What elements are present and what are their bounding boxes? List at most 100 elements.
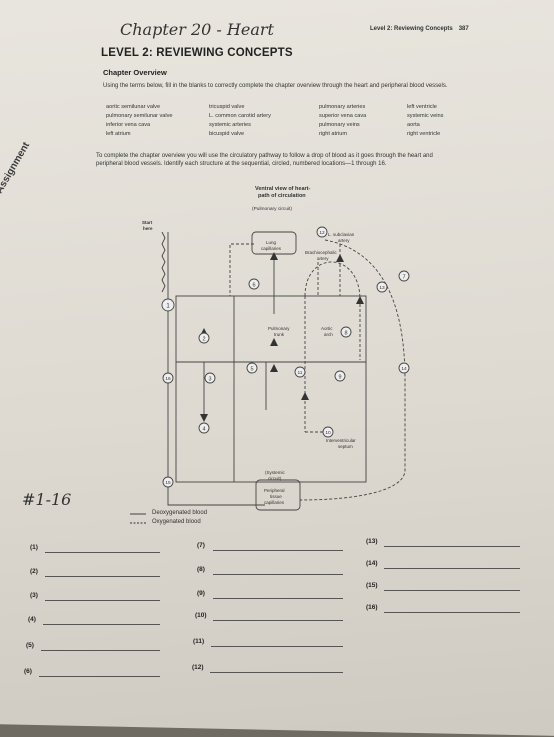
section-title: Chapter Overview <box>103 68 167 77</box>
instructions-fill-in: Using the terms below, fill in the blank… <box>103 83 448 89</box>
blank-label-8: (8) <box>197 566 205 573</box>
blank-label-5: (5) <box>26 642 34 649</box>
circle-12 <box>316 226 328 238</box>
worksheet-content: Chapter 20 - Heart Level 2: Reviewing Co… <box>0 20 520 677</box>
circle-13 <box>376 281 388 293</box>
svg-text:15: 15 <box>165 480 171 486</box>
numbered-circles: 1 2 3 4 5 6 7 8 9 10 11 12 13 1 <box>161 226 410 488</box>
running-head-text: Level 2: Reviewing Concepts <box>370 26 453 32</box>
peripheral-capillaries-box <box>255 479 301 511</box>
blank-label-14: (14) <box>366 560 378 567</box>
pulmonary-circuit-label: (Pulmonary circuit) <box>252 206 292 212</box>
pulmonary-trunk-label-2: trunk <box>274 332 285 337</box>
term: right ventricle <box>407 131 441 137</box>
legend-lines <box>130 513 146 524</box>
answer-line-5[interactable] <box>41 650 160 651</box>
blank-label-1: (1) <box>30 544 38 551</box>
legend-deoxygenated: Deoxygenated blood <box>152 510 208 516</box>
answer-line-2[interactable] <box>45 576 160 577</box>
answer-line-3[interactable] <box>45 600 160 601</box>
blank-label-11: (11) <box>193 638 205 645</box>
svg-text:4: 4 <box>202 427 205 433</box>
svg-text:10: 10 <box>325 430 331 436</box>
running-head: Level 2: Reviewing Concepts 387 <box>370 26 469 32</box>
blank-label-16: (16) <box>366 604 378 611</box>
subclavian-label-1: L. subclavian <box>328 232 355 237</box>
aortic-arch-label-2: arch <box>324 332 333 337</box>
term: aortic semilunar valve <box>106 104 161 110</box>
blank-label-15: (15) <box>366 582 378 589</box>
svg-text:9: 9 <box>338 375 341 381</box>
aortic-arch-label-1: Aortic <box>321 326 333 331</box>
term: left atrium <box>106 131 131 137</box>
legend-oxygenated: Oxygenated blood <box>152 519 201 525</box>
blank-label-13: (13) <box>366 538 378 545</box>
answer-line-8[interactable] <box>213 574 343 575</box>
handwritten-note: #1-16 <box>22 490 72 509</box>
term: pulmonary arteries <box>319 104 366 110</box>
answer-line-10[interactable] <box>213 620 343 621</box>
term: right atrium <box>319 131 347 137</box>
circle-1 <box>161 298 175 312</box>
start-label: Start <box>142 220 153 225</box>
blank-label-3: (3) <box>30 592 38 599</box>
diagram-title-line2: path of circulation <box>258 193 306 199</box>
svg-text:1: 1 <box>166 304 170 310</box>
septum-label-1: Interventricular <box>326 438 356 443</box>
answer-line-12[interactable] <box>210 672 343 673</box>
heart-outline <box>161 231 406 511</box>
blank-label-2: (2) <box>30 568 38 575</box>
blank-label-9: (9) <box>197 590 205 597</box>
term: left ventricle <box>407 104 437 110</box>
peripheral-label-2: tissue <box>270 494 282 499</box>
circle-9 <box>334 370 346 382</box>
term: aorta <box>407 122 420 128</box>
systemic-circuit-label-2: circuit) <box>268 476 282 481</box>
subclavian-label-2: artery <box>338 238 350 243</box>
handwritten-title: Chapter 20 - Heart <box>120 20 274 39</box>
answer-line-13[interactable] <box>384 546 520 547</box>
systemic-circuit-label-1: (Systemic <box>265 470 286 475</box>
circle-7 <box>398 270 410 282</box>
start-label-2: here <box>143 226 153 231</box>
heart-chambers-box <box>175 295 367 483</box>
svg-text:8: 8 <box>344 331 347 337</box>
svg-text:16: 16 <box>165 376 171 382</box>
answer-line-1[interactable] <box>45 552 160 553</box>
blank-label-7: (7) <box>197 542 205 549</box>
answer-line-14[interactable] <box>384 568 520 569</box>
circle-16 <box>162 372 174 384</box>
brachio-label-1: Brachiocephalic <box>305 250 338 255</box>
term-bank: aortic semilunar valve pulmonary semilun… <box>104 104 464 150</box>
blank-label-6: (6) <box>24 668 32 675</box>
lung-label-2: capillaries <box>261 246 282 251</box>
svg-text:5: 5 <box>250 367 253 373</box>
term: tricuspid valve <box>209 104 245 110</box>
svg-text:12: 12 <box>319 230 325 236</box>
answer-line-4[interactable] <box>43 624 160 625</box>
level-title: LEVEL 2: REVIEWING CONCEPTS <box>101 47 293 59</box>
flow-arrows <box>200 252 364 422</box>
brachio-label-2: artery <box>317 256 329 261</box>
answer-line-16[interactable] <box>384 612 520 613</box>
page-number: 387 <box>458 26 469 32</box>
svg-text:2: 2 <box>202 337 205 343</box>
diagram-labels: Ventral view of heart- path of circulati… <box>142 186 356 505</box>
circle-14 <box>398 362 410 374</box>
answer-line-15[interactable] <box>384 590 520 591</box>
pulmonary-trunk-label-1: Pulmonary <box>268 326 290 331</box>
answer-line-9[interactable] <box>213 598 343 599</box>
answer-line-7[interactable] <box>213 550 343 551</box>
svg-text:11: 11 <box>298 370 303 376</box>
term: superior vena cava <box>319 113 367 119</box>
circle-15 <box>162 476 174 488</box>
svg-text:14: 14 <box>401 366 407 372</box>
peripheral-label-1: Peripheral <box>264 488 285 493</box>
term: systemic arteries <box>209 122 251 128</box>
answer-line-6[interactable] <box>39 676 160 677</box>
answer-line-11[interactable] <box>211 646 343 647</box>
instructions-pathway: To complete the chapter overview you wil… <box>96 153 433 167</box>
circle-8 <box>340 326 352 338</box>
circle-10 <box>322 426 334 438</box>
term: systemic veins <box>407 113 444 119</box>
